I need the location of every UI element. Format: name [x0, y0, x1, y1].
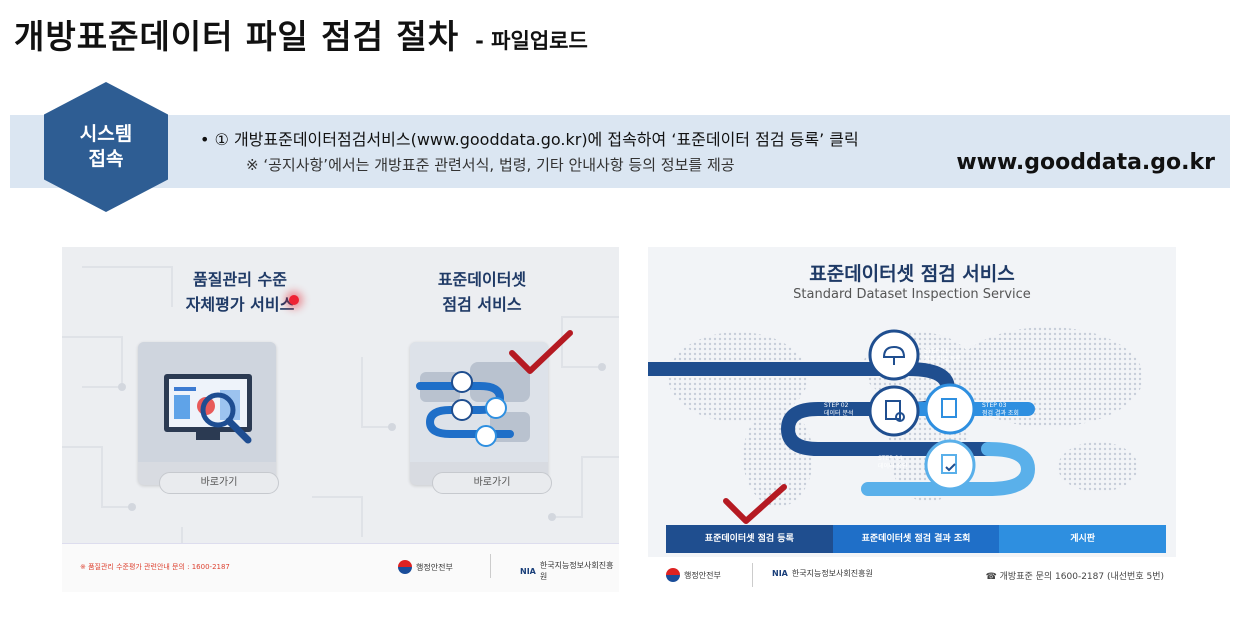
hex-label-line2: 접속 [88, 148, 124, 170]
instruction-bullet: • ① 개방표준데이터점검서비스(www.gooddata.go.kr)에 접속… [200, 130, 859, 149]
service-menu-tabs: 표준데이터셋 점검 등록 표준데이터셋 점검 결과 조회 게시판 [666, 525, 1167, 553]
checkmark-icon [723, 484, 787, 524]
slide-subtitle: - 파일업로드 [475, 29, 588, 53]
system-access-hexagon: 시스템 접속 [44, 82, 168, 212]
phone-icon: ☎ [985, 572, 1000, 582]
ministry-name: 행정안전부 [684, 570, 721, 580]
step-04-number: STEP 04 [878, 455, 903, 462]
info-band [10, 115, 1230, 188]
step-03-text: 점검 결과 조회 [982, 410, 1019, 417]
slide-title: 개방표준데이터 파일 점검 절차 [14, 17, 460, 56]
cursor-pointer-dot [289, 295, 299, 305]
self-assessment-title: 품질관리 수준 자체평가 서비스 [140, 267, 340, 317]
step-02-label: STEP 02 데이터 분석 [824, 402, 854, 418]
step-01-text: 점검 파일 등록 [924, 356, 961, 363]
contact-text: 개방표준 문의 1600-2187 (내선번호 5번) [999, 572, 1164, 582]
step-02-text: 데이터 분석 [824, 410, 854, 417]
step-04-text: 데이터 승인 [878, 463, 908, 470]
inspection-service-title: 표준데이터셋 점검 서비스 [809, 263, 1015, 285]
self-assessment-title-line2: 자체평가 서비스 [185, 295, 295, 314]
agency-logo: NIA 한국지능정보사회진흥원 [520, 560, 619, 582]
slide-title-row: 개방표준데이터 파일 점검 절차 - 파일업로드 [14, 10, 588, 58]
dataset-inspection-go-button[interactable]: 바로가기 [432, 472, 552, 494]
dataset-inspection-title-line1: 표준데이터셋 [437, 270, 527, 289]
ministry-logo: 행정안전부 [666, 568, 721, 582]
step-03-number: STEP 03 [982, 402, 1007, 409]
inspection-service-subtitle: Standard Dataset Inspection Service [793, 287, 1031, 302]
agency-abbr: NIA [772, 569, 788, 578]
step-01-label: STEP 01 점검 파일 등록 [924, 348, 961, 364]
agency-logo: NIA 한국지능정보사회진흥원 [772, 568, 873, 579]
left-footer: ※ 품질관리 수준평가 관련안내 문의 : 1600-2187 행정안전부 NI… [62, 543, 619, 592]
monitor-magnifier-icon [138, 342, 276, 462]
inspection-service-screenshot: 표준데이터셋 점검 서비스 Standard Dataset Inspectio… [648, 247, 1176, 592]
step-02-number: STEP 02 [824, 402, 849, 409]
agency-name: 한국지능정보사회진흥원 [791, 569, 873, 578]
footer-divider [490, 554, 491, 578]
footer-contact-note: ※ 품질관리 수준평가 관련안내 문의 : 1600-2187 [80, 563, 230, 571]
right-footer: 행정안전부 NIA 한국지능정보사회진흥원 ☎ 개방표준 문의 1600-218… [648, 557, 1176, 592]
step-01-number: STEP 01 [924, 348, 949, 355]
footer-divider [752, 563, 753, 587]
service-portal-screenshot: 품질관리 수준 자체평가 서비스 표준데이터셋 점검 서비스 [62, 247, 619, 592]
step-03-label: STEP 03 점검 결과 조회 [982, 402, 1019, 418]
checkmark-icon [509, 330, 573, 374]
dataset-inspection-title-line2: 점검 서비스 [442, 295, 522, 314]
taeguk-icon [398, 560, 412, 574]
tab-board[interactable]: 게시판 [999, 525, 1167, 553]
contact-info: ☎ 개방표준 문의 1600-2187 (내선번호 5번) [986, 569, 1164, 582]
self-assessment-card[interactable] [138, 342, 276, 485]
ministry-logo: 행정안전부 [398, 560, 453, 574]
self-assessment-title-line1: 품질관리 수준 [193, 270, 287, 289]
tab-inspection-results[interactable]: 표준데이터셋 점검 결과 조회 [832, 525, 1000, 553]
hex-label-line1: 시스템 [79, 123, 133, 145]
step-04-label: STEP 04 데이터 승인 [878, 455, 908, 471]
world-map-steps-illustration [648, 327, 1143, 507]
agency-abbr: NIA [520, 566, 536, 576]
instruction-note: ※ ‘공지사항’에서는 개방표준 관련서식, 법령, 기타 안내사항 등의 정보… [246, 156, 735, 174]
ministry-name: 행정안전부 [416, 562, 453, 572]
tab-inspection-register[interactable]: 표준데이터셋 점검 등록 [666, 525, 833, 553]
dataset-inspection-title: 표준데이터셋 점검 서비스 [402, 267, 562, 317]
taeguk-icon [666, 568, 680, 582]
self-assessment-go-button[interactable]: 바로가기 [159, 472, 279, 494]
agency-name: 한국지능정보사회진흥원 [539, 561, 614, 581]
service-url: www.gooddata.go.kr [956, 150, 1215, 175]
